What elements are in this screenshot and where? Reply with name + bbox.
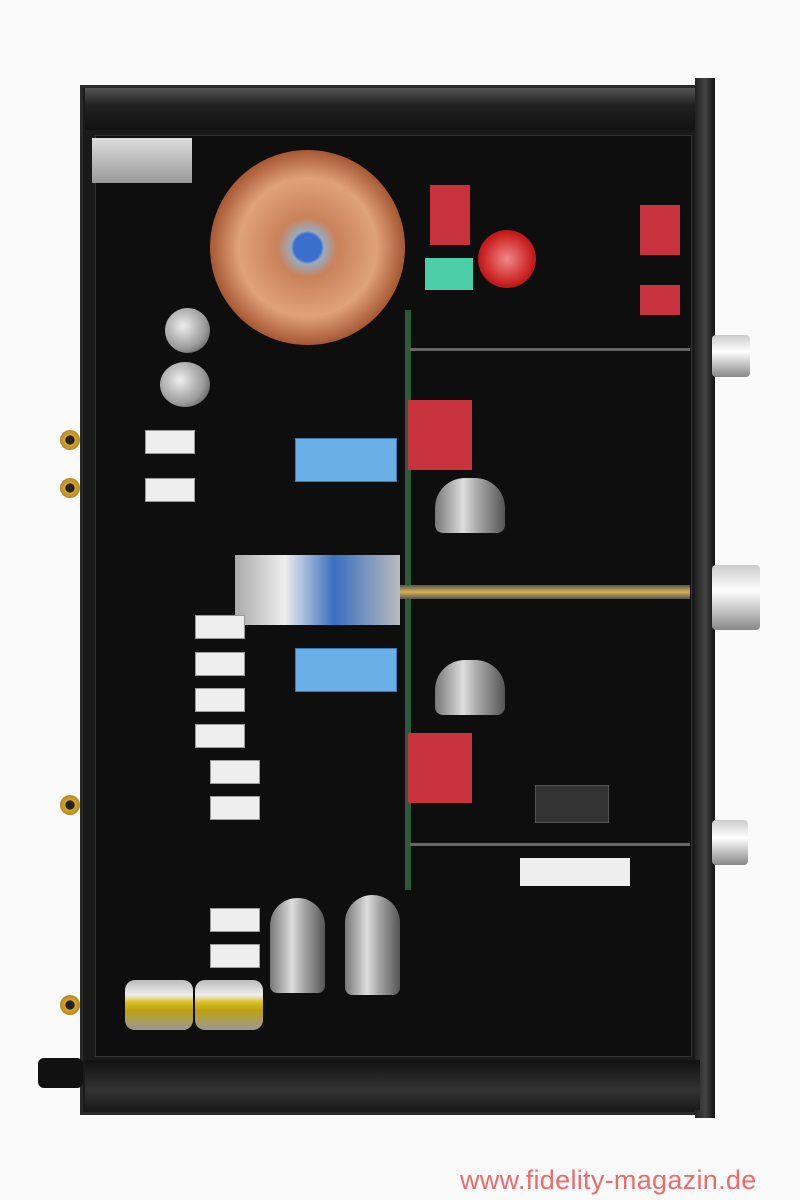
capacitor	[165, 308, 210, 353]
rca-jack	[60, 478, 80, 498]
front-knob	[712, 335, 750, 377]
shield-line	[410, 843, 690, 846]
relay	[210, 944, 260, 968]
output-transformer	[125, 980, 193, 1030]
toroidal-transformer	[210, 150, 405, 345]
bottom-rail	[85, 1060, 700, 1110]
relay	[210, 908, 260, 932]
vacuum-tube	[270, 898, 325, 993]
relay	[195, 615, 245, 639]
rca-jack	[60, 430, 80, 450]
watermark: www.fidelity-magazin.de	[460, 1165, 757, 1195]
mains-filter	[92, 138, 192, 183]
front-knob	[712, 565, 760, 630]
output-transformer	[195, 980, 263, 1030]
vacuum-tube	[345, 895, 400, 995]
resistor	[430, 185, 470, 245]
capacitor	[478, 230, 536, 288]
vertical-pcb	[405, 310, 411, 890]
relay	[210, 796, 260, 820]
relay	[195, 688, 245, 712]
component	[425, 258, 473, 290]
connector	[520, 858, 630, 886]
top-rail	[85, 88, 700, 130]
vacuum-tube	[435, 478, 505, 533]
capacitor	[408, 400, 472, 470]
front-knob	[712, 820, 748, 865]
rca-jack	[60, 795, 80, 815]
vacuum-tube	[435, 660, 505, 715]
capacitor	[160, 362, 210, 407]
capacitor	[408, 733, 472, 803]
relay	[195, 724, 245, 748]
capacitor	[295, 438, 397, 482]
front-panel	[695, 78, 715, 1118]
volume-potentiometer	[235, 555, 400, 625]
foot	[38, 1058, 83, 1088]
resistor	[640, 205, 680, 255]
relay	[210, 760, 260, 784]
shield-line	[410, 348, 690, 351]
shaft	[400, 585, 690, 599]
capacitor	[295, 648, 397, 692]
chip	[535, 785, 609, 823]
relay	[145, 478, 195, 502]
resistor	[640, 285, 680, 315]
rca-jack	[60, 995, 80, 1015]
relay	[195, 652, 245, 676]
relay	[145, 430, 195, 454]
